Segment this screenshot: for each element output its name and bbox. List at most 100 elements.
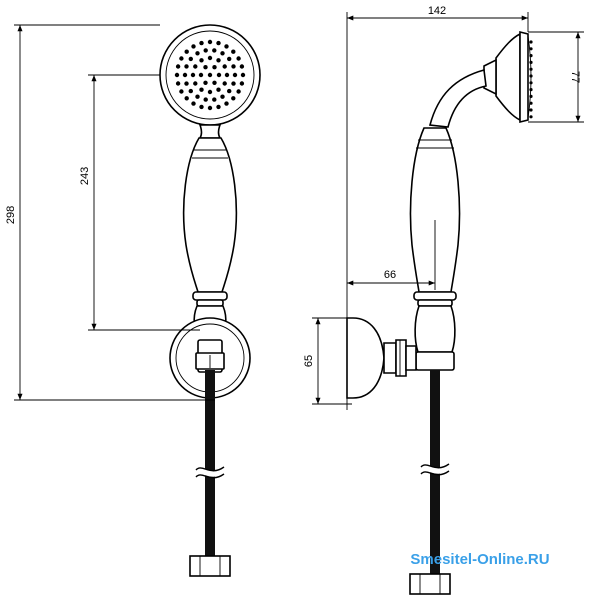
nozzle-dot (207, 105, 213, 111)
nozzle-dot (179, 89, 184, 94)
nozzle-dot (174, 72, 180, 78)
nozzle-dot (212, 80, 217, 86)
nozzle-dot (207, 39, 213, 45)
side-nozzle-dot (529, 81, 533, 85)
nozzle-dot (193, 81, 198, 86)
nozzle-dot (236, 56, 241, 61)
nozzle-dot (199, 87, 204, 92)
nozzle-dot (236, 89, 241, 94)
nozzle-dot (198, 72, 204, 78)
side-nozzle-dot (529, 94, 533, 98)
nozzle-dot (220, 51, 225, 56)
nozzle-dot (179, 56, 184, 61)
front-neck (198, 124, 222, 139)
front-shower-head (159, 24, 261, 126)
nozzle-dot (190, 72, 196, 78)
nozzle-dot (184, 64, 189, 69)
dimension-holder-height: 65 (303, 317, 352, 405)
nozzle-dot (188, 56, 193, 62)
side-nozzle-dot (529, 74, 533, 78)
nozzle-dot (195, 94, 200, 99)
nozzle-dot (222, 81, 227, 86)
nozzle-dot (216, 104, 221, 110)
nozzle-dot (203, 48, 208, 53)
side-nozzle-dot (529, 101, 533, 105)
nozzle-dot (222, 64, 227, 69)
watermark-text: Smesitel-Online.RU (410, 551, 549, 568)
front-collar-ring (192, 291, 228, 301)
nozzle-dot (182, 72, 188, 78)
nozzle-dot (231, 81, 236, 86)
side-nozzle-dot (529, 40, 533, 44)
dimension-holder-offset: 66 (347, 220, 436, 290)
nozzle-dot (199, 40, 204, 46)
nozzle-dot (203, 97, 208, 102)
nozzle-dot (212, 97, 217, 102)
front-view: 298 243 (5, 24, 261, 577)
nozzle-dot (239, 64, 245, 69)
side-nozzle-dot (529, 67, 533, 71)
nozzle-dot (240, 72, 246, 78)
front-wall-holder (169, 317, 251, 399)
nozzle-dot (199, 104, 204, 110)
nozzle-dot (191, 101, 196, 106)
dimension-total-depth: 142 (347, 5, 529, 32)
dimension-66-label: 66 (384, 269, 396, 281)
nozzle-dot (195, 51, 200, 56)
dimension-65-label: 65 (303, 355, 315, 367)
nozzle-dot (207, 72, 213, 78)
nozzle-dot (232, 72, 238, 78)
nozzle-dot (239, 81, 245, 86)
nozzle-dot (216, 87, 221, 92)
nozzle-dot (175, 81, 181, 86)
side-nozzle-dot (529, 88, 533, 92)
nozzle-dot (184, 81, 189, 86)
dimension-total-height: 298 (5, 24, 215, 401)
nozzle-dot (224, 101, 229, 106)
front-collar-ring (196, 299, 224, 307)
nozzle-dot (212, 48, 217, 53)
nozzle-dot (203, 80, 208, 86)
nozzle-dot (231, 49, 236, 54)
nozzle-dot (203, 65, 208, 70)
dimension-head-to-holder: 243 (79, 74, 200, 331)
dimension-77-label: 77 (569, 71, 581, 83)
side-shower-head (483, 30, 533, 124)
dimension-298-label: 298 (5, 206, 17, 224)
nozzle-dot (207, 89, 213, 95)
nozzle-dot (212, 65, 217, 70)
dimension-head-diameter: 77 (528, 31, 584, 123)
side-nozzle-dots (529, 40, 533, 119)
dimension-243-label: 243 (79, 167, 91, 185)
side-nozzle-dot (529, 60, 533, 64)
dimension-142-label: 142 (428, 5, 446, 17)
nozzle-dot (227, 88, 232, 94)
nozzle-dot (207, 55, 213, 61)
side-nozzle-dot (529, 108, 533, 112)
nozzle-dot (227, 56, 232, 62)
nozzle-pattern (174, 39, 246, 111)
nozzle-dot (184, 96, 189, 101)
side-view: 142 77 66 65 (303, 5, 584, 595)
nozzle-dot (224, 72, 230, 78)
front-hose-nut (189, 555, 231, 577)
nozzle-dot (191, 44, 196, 49)
nozzle-dot (193, 64, 198, 69)
front-handle (182, 137, 238, 293)
nozzle-dot (184, 49, 189, 54)
nozzle-dot (231, 96, 236, 101)
nozzle-dot (231, 64, 236, 69)
nozzle-dot (220, 94, 225, 99)
nozzle-dot (216, 40, 221, 46)
front-hose (189, 370, 231, 577)
nozzle-dot (199, 58, 204, 63)
nozzle-dot (216, 58, 221, 63)
side-hose (409, 370, 451, 595)
side-nozzle-dot (529, 54, 533, 58)
nozzle-dot (216, 72, 222, 78)
side-nozzle-dot (529, 47, 533, 51)
side-nozzle-dot (529, 115, 533, 119)
side-hose-nut (409, 573, 451, 595)
nozzle-dot (224, 44, 229, 49)
